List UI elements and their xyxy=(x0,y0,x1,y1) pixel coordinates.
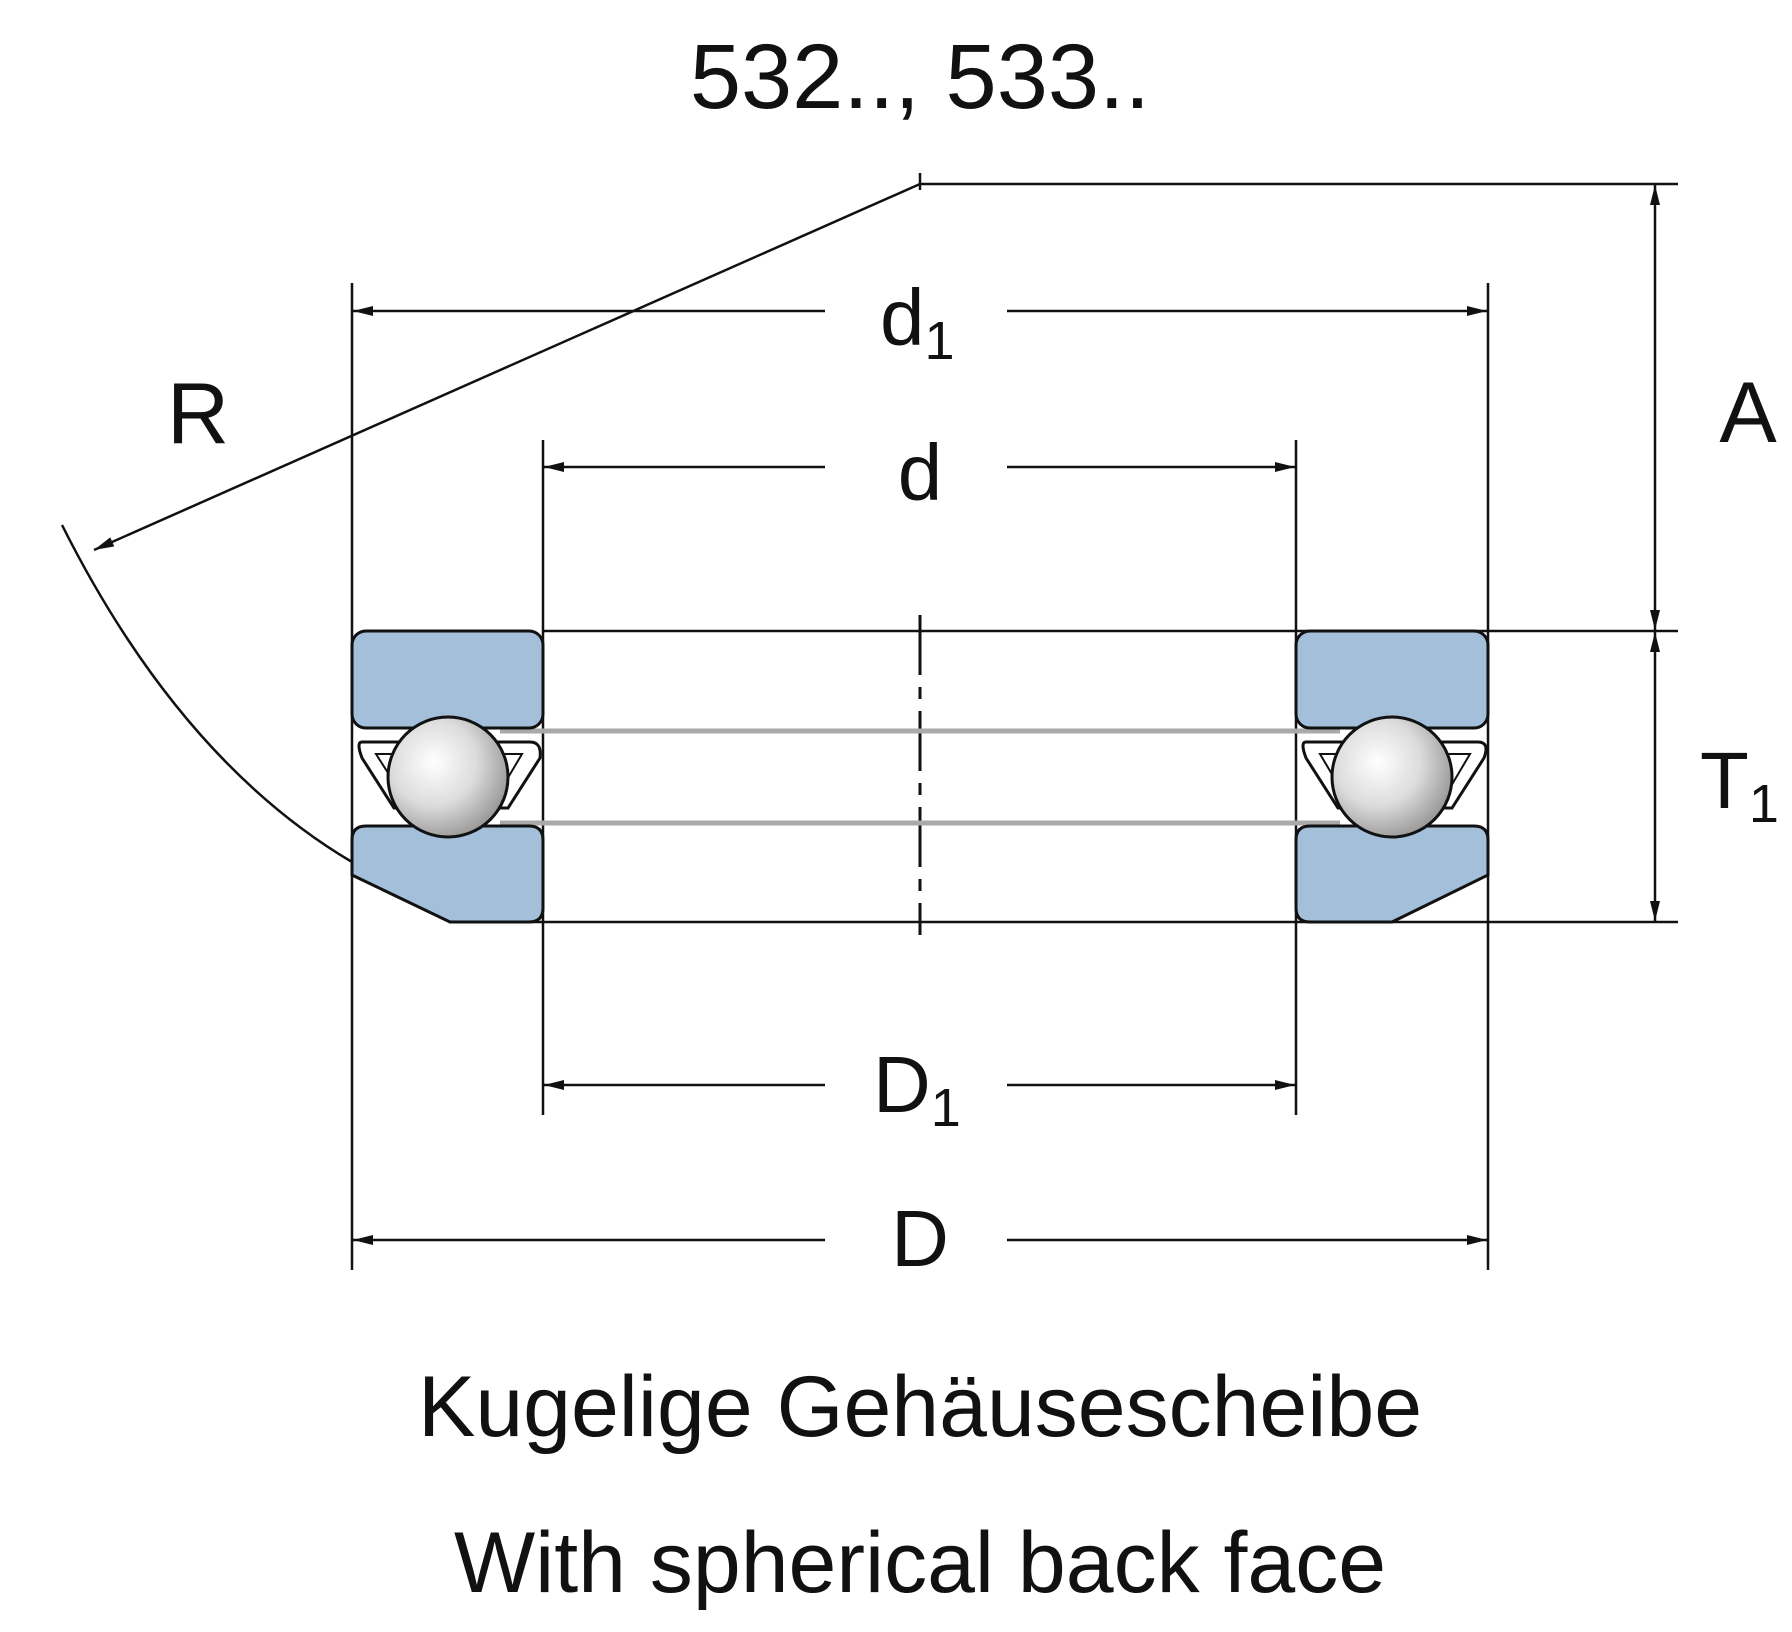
ball-left xyxy=(386,715,510,839)
radius-line xyxy=(93,182,921,552)
dim-label-D1: D1 xyxy=(873,1040,961,1138)
spherical-arc xyxy=(60,524,353,864)
dim-label-d: d xyxy=(898,428,943,517)
dim-label-d1: d1 xyxy=(880,273,955,371)
shaft-washer-right xyxy=(1294,629,1490,730)
title: 532.., 533.. xyxy=(690,26,1150,128)
housing-washer-right xyxy=(1294,824,1490,924)
shaft-washer-left xyxy=(350,629,545,730)
dim-label-A: A xyxy=(1719,365,1777,461)
caption-german: Kugelige Gehäusescheibe xyxy=(418,1359,1422,1455)
dim-label-D: D xyxy=(891,1194,949,1283)
housing-washer-left xyxy=(350,824,545,924)
ball-right xyxy=(1330,715,1454,839)
caption-english: With spherical back face xyxy=(454,1515,1386,1611)
dim-label-T1: T1 xyxy=(1700,736,1779,834)
dim-label-R: R xyxy=(167,366,229,462)
